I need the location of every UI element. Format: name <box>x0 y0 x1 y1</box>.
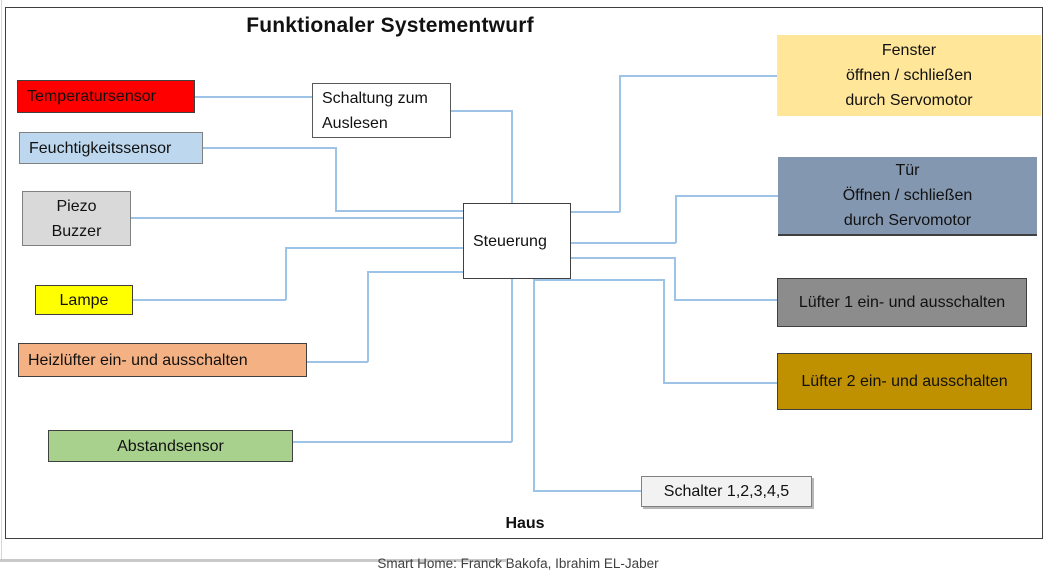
window-edge-bottom <box>0 559 506 562</box>
connector-segment <box>131 217 464 219</box>
node-label-line: Auslesen <box>322 114 388 132</box>
slide-caption: Smart Home: Franck Bakofa, Ibrahim EL-Ja… <box>377 556 659 571</box>
node-abstandsensor: Abstandsensor <box>48 430 293 462</box>
connector-segment <box>451 110 512 112</box>
connector-segment <box>663 382 778 384</box>
node-temperatursensor: Temperatursensor <box>17 80 195 113</box>
connector-segment <box>571 211 620 213</box>
node-label: Temperatursensor <box>27 88 156 105</box>
node-label-line: Piezo <box>56 197 97 215</box>
node-label: Steuerung <box>473 232 547 250</box>
node-steuerung: Steuerung <box>463 203 571 279</box>
connector-segment <box>203 147 336 149</box>
connector-segment <box>133 299 286 301</box>
connector-segment <box>335 210 464 212</box>
node-tuer: Tür Öffnen / schließen durch Servomotor <box>778 157 1037 236</box>
haus-label: Haus <box>505 515 545 532</box>
node-label-line: Tür <box>895 162 920 179</box>
node-label: Lüfter 1 ein- und ausschalten <box>798 294 1006 311</box>
node-feuchtigkeitssensor: Feuchtigkeitssensor <box>19 132 203 164</box>
node-label: Abstandsensor <box>117 437 224 455</box>
node-label-line: Fenster <box>881 42 937 59</box>
node-schalter: Schalter 1,2,3,4,5 <box>641 476 812 507</box>
node-label: Feuchtigkeitssensor <box>29 139 172 157</box>
connector-segment <box>571 242 676 244</box>
connector-segment <box>293 441 512 443</box>
node-lampe: Lampe <box>35 285 133 315</box>
connector-segment <box>511 110 513 204</box>
connector-segment <box>619 75 778 77</box>
node-label-line: öffnen / schließen <box>845 67 972 84</box>
connector-segment <box>663 279 665 383</box>
node-luefter1: Lüfter 1 ein- und ausschalten <box>777 278 1027 327</box>
connector-segment <box>335 147 337 211</box>
node-label: Heizlüfter ein- und ausschalten <box>28 351 248 369</box>
connector-segment <box>674 257 676 300</box>
connector-segment <box>571 257 675 259</box>
node-fenster: Fenster öffnen / schließen durch Servomo… <box>777 35 1041 116</box>
connector-segment <box>285 247 464 249</box>
node-heizluefter: Heizlüfter ein- und ausschalten <box>18 343 307 377</box>
node-label-line: Buzzer <box>51 222 102 240</box>
connector-segment <box>533 490 642 492</box>
connector-segment <box>511 279 513 442</box>
node-schaltung-zum-auslesen: Schaltung zum Auslesen <box>312 83 451 138</box>
connector-segment <box>285 247 287 300</box>
window-edge-left <box>1 0 2 560</box>
connector-segment <box>675 195 779 197</box>
node-label-line: Schaltung zum <box>322 89 428 107</box>
connector-segment <box>367 271 464 273</box>
node-label: Lampe <box>59 291 109 309</box>
connector-segment <box>195 96 313 98</box>
connector-segment <box>533 279 664 281</box>
diagram-title: Funktionaler Systementwurf <box>246 14 534 37</box>
connector-segment <box>675 195 677 243</box>
node-label: Lüfter 2 ein- und ausschalten <box>801 373 1008 390</box>
connector-segment <box>619 75 621 212</box>
connector-segment <box>307 361 368 363</box>
connector-segment <box>674 299 778 301</box>
node-label: Schalter 1,2,3,4,5 <box>663 483 790 500</box>
node-piezo-buzzer: Piezo Buzzer <box>22 191 131 246</box>
node-label-line: Öffnen / schließen <box>842 187 973 204</box>
node-label-line: durch Servomotor <box>845 92 973 109</box>
connector-segment <box>367 271 369 362</box>
node-label-line: durch Servomotor <box>843 212 972 229</box>
haus-frame-rect <box>5 7 1043 539</box>
connector-segment <box>533 279 535 491</box>
node-luefter2: Lüfter 2 ein- und ausschalten <box>777 353 1032 410</box>
